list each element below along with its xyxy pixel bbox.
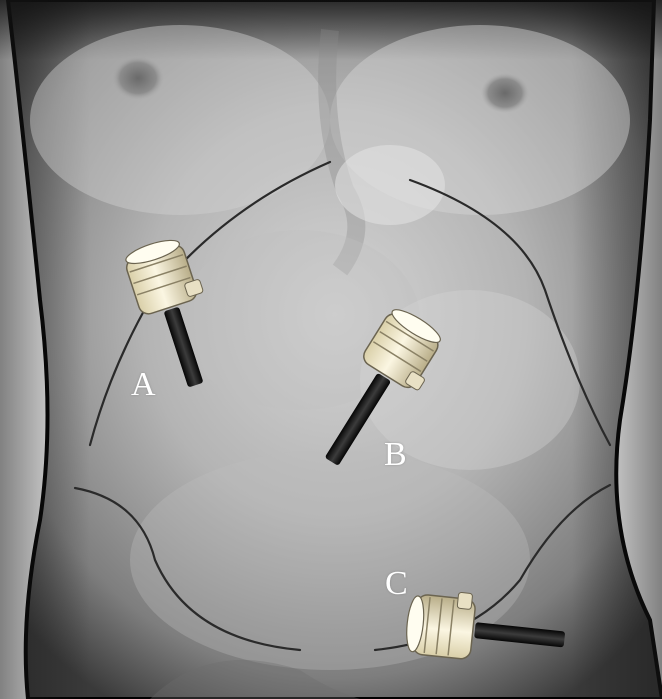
port-label-a: A xyxy=(131,368,156,402)
port-label-c: C xyxy=(385,567,408,601)
port-label-b: B xyxy=(384,438,407,472)
